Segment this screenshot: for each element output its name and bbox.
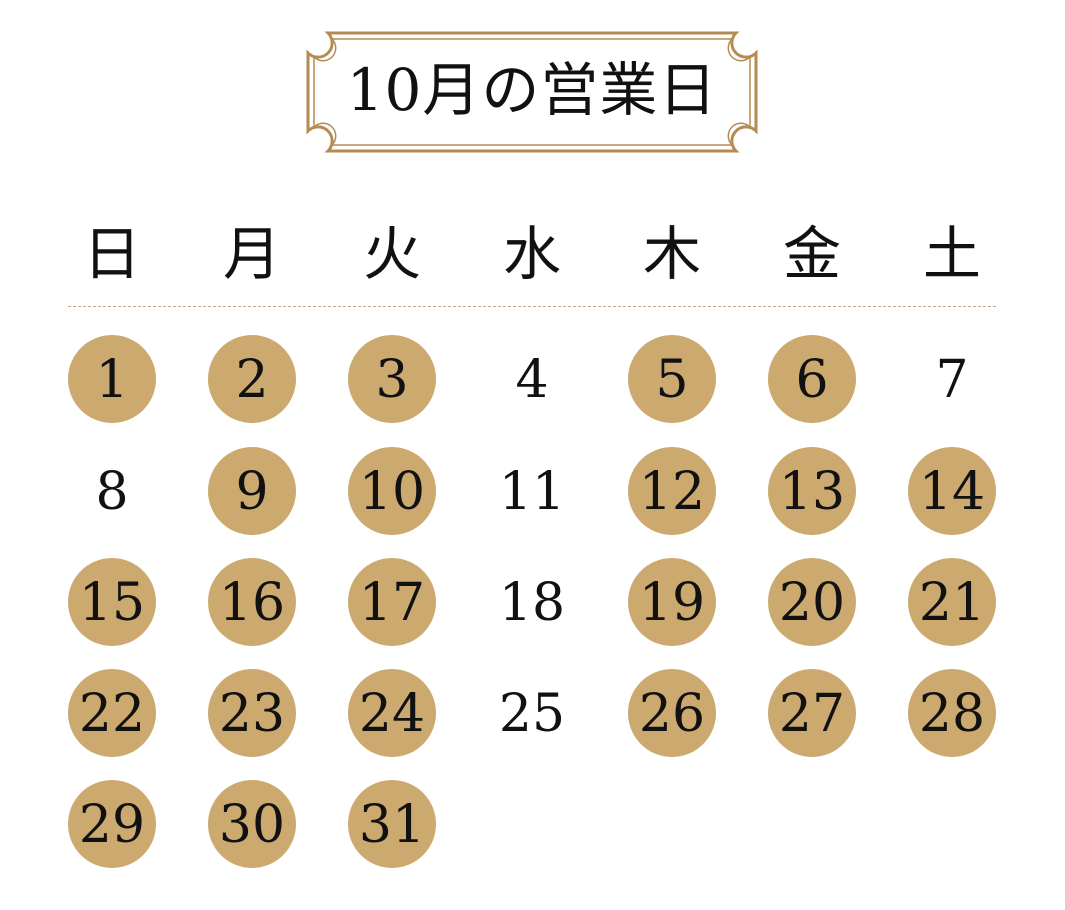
- business-day-marker: 14: [908, 447, 996, 535]
- business-day-marker: 31: [348, 780, 436, 868]
- business-day-marker: 16: [208, 558, 296, 646]
- day-number: 4: [515, 350, 549, 410]
- business-day-marker: 27: [768, 669, 856, 757]
- closed-day: 11: [488, 447, 576, 535]
- business-day-marker: 19: [628, 558, 716, 646]
- weekday-friday: 金: [782, 220, 841, 288]
- business-day-marker: 29: [68, 780, 156, 868]
- business-day-marker: 28: [908, 669, 996, 757]
- day-number: 14: [918, 462, 986, 522]
- weekday-monday: 月: [222, 220, 281, 288]
- day-number: 21: [918, 573, 986, 633]
- day-number: 23: [218, 684, 286, 744]
- day-number: 22: [78, 684, 146, 744]
- closed-day: 8: [68, 447, 156, 535]
- day-number: 20: [778, 573, 846, 633]
- day-number: 6: [795, 350, 829, 410]
- day-number: 31: [358, 795, 426, 855]
- day-number: 27: [778, 684, 846, 744]
- day-number: 28: [918, 684, 986, 744]
- business-day-marker: 26: [628, 669, 716, 757]
- day-number: 3: [375, 350, 409, 410]
- business-day-marker: 6: [768, 335, 856, 423]
- weekday-thursday: 木: [642, 220, 701, 288]
- business-day-marker: 17: [348, 558, 436, 646]
- day-number: 1: [95, 350, 129, 410]
- business-day-marker: 22: [68, 669, 156, 757]
- day-number: 30: [218, 795, 286, 855]
- day-number: 29: [78, 795, 146, 855]
- day-number: 11: [498, 462, 566, 522]
- business-day-marker: 30: [208, 780, 296, 868]
- title-banner: 10月の営業日: [306, 31, 758, 153]
- closed-day: 18: [488, 558, 576, 646]
- business-day-marker: 12: [628, 447, 716, 535]
- business-day-marker: 3: [348, 335, 436, 423]
- day-number: 10: [358, 462, 426, 522]
- weekday-sunday: 日: [82, 220, 141, 288]
- weekday-wednesday: 水: [502, 220, 561, 288]
- day-number: 8: [95, 462, 129, 522]
- header-divider: [68, 306, 996, 307]
- business-day-marker: 15: [68, 558, 156, 646]
- day-number: 16: [218, 573, 286, 633]
- business-day-marker: 9: [208, 447, 296, 535]
- day-number: 18: [498, 573, 566, 633]
- business-day-marker: 24: [348, 669, 436, 757]
- closed-day: 25: [488, 669, 576, 757]
- day-number: 15: [78, 573, 146, 633]
- title-frame-ornament: [306, 31, 758, 153]
- business-day-marker: 13: [768, 447, 856, 535]
- day-number: 25: [498, 684, 566, 744]
- day-number: 26: [638, 684, 706, 744]
- day-number: 17: [358, 573, 426, 633]
- business-day-marker: 1: [68, 335, 156, 423]
- business-day-marker: 23: [208, 669, 296, 757]
- day-number: 5: [655, 350, 689, 410]
- business-day-marker: 20: [768, 558, 856, 646]
- day-number: 24: [358, 684, 426, 744]
- day-number: 9: [235, 462, 269, 522]
- weekday-header-row: 日 月 火 水 木 金 土: [0, 214, 1065, 294]
- business-day-marker: 10: [348, 447, 436, 535]
- day-number: 19: [638, 573, 706, 633]
- closed-day: 4: [488, 335, 576, 423]
- business-day-marker: 2: [208, 335, 296, 423]
- day-number: 13: [778, 462, 846, 522]
- closed-day: 7: [908, 335, 996, 423]
- business-day-marker: 21: [908, 558, 996, 646]
- day-number: 2: [235, 350, 269, 410]
- day-number: 12: [638, 462, 706, 522]
- day-number: 7: [935, 350, 969, 410]
- calendar-title: 10月の営業日: [346, 56, 718, 124]
- weekday-saturday: 土: [922, 220, 981, 288]
- business-day-marker: 5: [628, 335, 716, 423]
- weekday-tuesday: 火: [362, 220, 421, 288]
